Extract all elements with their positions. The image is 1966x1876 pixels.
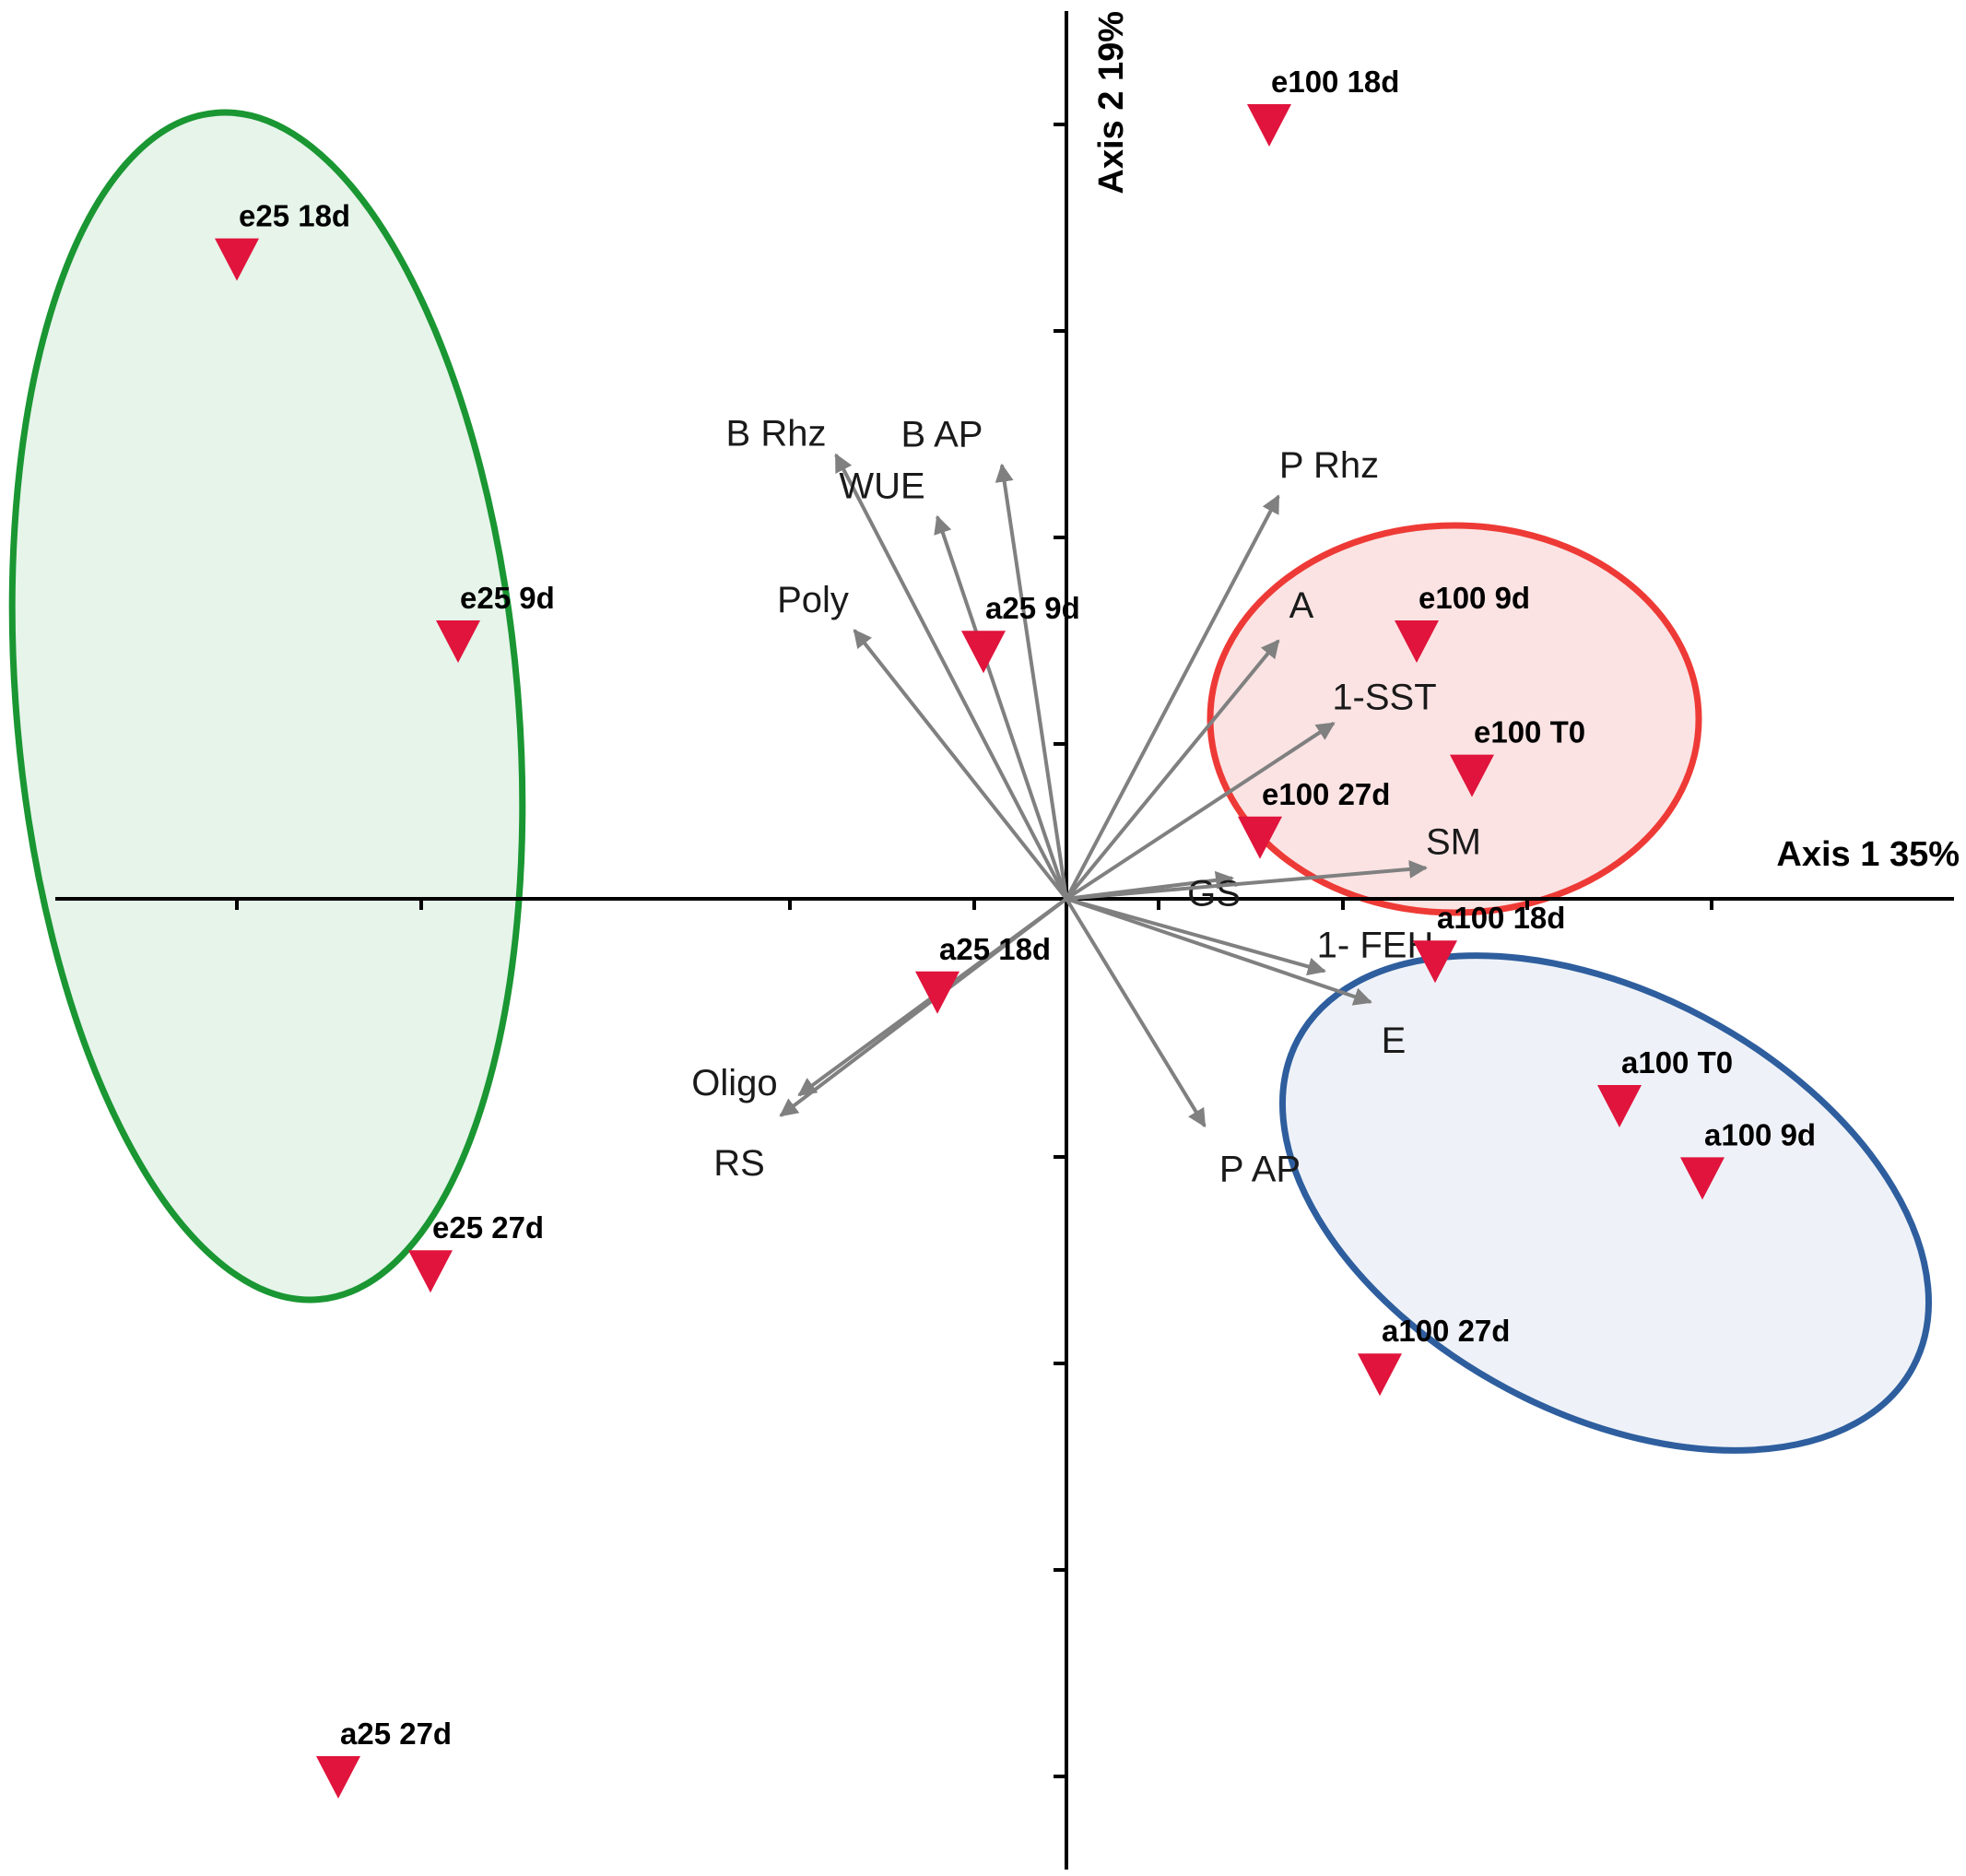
point-marker-e25-27d xyxy=(408,1250,453,1293)
axis-ticks xyxy=(235,123,1713,1778)
vector-label-p-ap: P AP xyxy=(1219,1149,1301,1189)
group-ellipse xyxy=(1207,522,1702,916)
point-marker-a25-9d xyxy=(961,631,1006,674)
point-label-a100-t0: a100 T0 xyxy=(1621,1045,1733,1080)
point-label-a25-27d: a25 27d xyxy=(340,1717,452,1751)
point-label-e25-9d: e25 9d xyxy=(460,581,555,615)
vector-1-feh xyxy=(1065,897,1326,976)
vector-label-a: A xyxy=(1289,585,1314,626)
vector-rs xyxy=(779,897,1068,1117)
point-marker-a25-27d xyxy=(316,1756,360,1799)
vector-b-ap xyxy=(995,463,1068,900)
point-marker-e25-9d xyxy=(436,620,480,663)
vector-label-e: E xyxy=(1382,1021,1407,1061)
point-marker-a25-18d xyxy=(915,971,959,1014)
point-marker-e100-9d xyxy=(1395,620,1439,663)
point-marker-e100-27d xyxy=(1238,816,1282,859)
point-label-e25-18d: e25 18d xyxy=(239,199,350,233)
group-ellipse xyxy=(8,109,526,1304)
point-marker-e25-18d xyxy=(215,238,259,281)
point-marker-a100-18d xyxy=(1413,940,1457,984)
vector-p-ap xyxy=(1065,897,1207,1128)
vector-label-gs: GS xyxy=(1187,874,1241,914)
vector-label-1-sst: 1-SST xyxy=(1332,678,1436,718)
point-marker-e100-t0 xyxy=(1450,754,1494,797)
point-label-a25-18d: a25 18d xyxy=(939,932,1051,966)
point-label-a100-18d: a100 18d xyxy=(1437,901,1565,935)
point-label-e100-t0: e100 T0 xyxy=(1474,715,1585,749)
point-label-e100-9d: e100 9d xyxy=(1419,581,1530,615)
vector-label-wue: WUE xyxy=(839,466,924,507)
axes: Axis 1 35% Axis 2 19% xyxy=(55,11,1960,1870)
point-label-e25-27d: e25 27d xyxy=(432,1210,544,1245)
point-marker-a100-t0 xyxy=(1597,1085,1642,1127)
point-label-a100-27d: a100 27d xyxy=(1382,1314,1510,1348)
vector-label-oligo: Oligo xyxy=(691,1063,777,1103)
vector-poly xyxy=(853,629,1068,901)
vector-label-sm: SM xyxy=(1426,821,1481,862)
vector-label-1-feh: 1- FEH xyxy=(1317,925,1434,965)
point-label-e100-27d: e100 27d xyxy=(1262,777,1390,811)
point-label-a25-9d: a25 9d xyxy=(985,591,1080,625)
x-axis-title: Axis 1 35% xyxy=(1776,835,1960,874)
point-marker-a100-27d xyxy=(1358,1353,1402,1397)
vector-sm xyxy=(1065,859,1428,901)
vector-wue xyxy=(934,514,1068,900)
point-marker-a100-9d xyxy=(1680,1157,1725,1200)
vector-1-sst xyxy=(1065,721,1336,901)
sample-points: e100 18d e25 18d e25 9d a25 9d e100 9d e100 T… xyxy=(215,65,1816,1799)
y-axis-title: Axis 2 19% xyxy=(1092,11,1131,195)
group-ellipses xyxy=(8,109,1932,1454)
point-label-a100-9d: a100 9d xyxy=(1704,1117,1816,1151)
point-label-e100-18d: e100 18d xyxy=(1271,65,1399,99)
vector-b-rhz xyxy=(834,453,1068,900)
vector-label-b-rhz: B Rhz xyxy=(726,413,827,454)
vector-label-rs: RS xyxy=(713,1143,765,1184)
vector-label-poly: Poly xyxy=(777,580,849,620)
point-marker-e100-18d xyxy=(1247,104,1291,147)
vector-e xyxy=(1065,897,1372,1006)
group-ellipse xyxy=(1279,952,1932,1454)
vector-a xyxy=(1065,639,1280,901)
vector-label-b-ap: B AP xyxy=(901,415,983,455)
vector-p-rhz xyxy=(1065,494,1280,900)
vector-label-p-rhz: P Rhz xyxy=(1279,445,1379,486)
